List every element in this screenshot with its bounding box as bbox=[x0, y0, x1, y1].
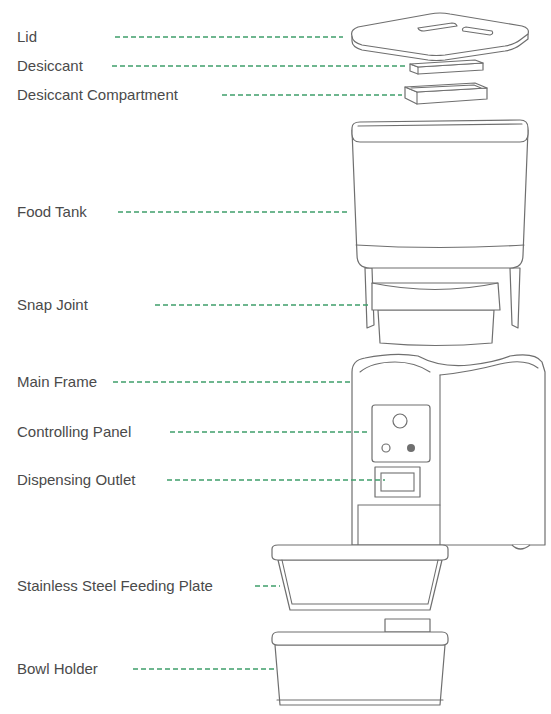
tank-rim bbox=[352, 120, 528, 142]
part-label: Snap Joint bbox=[17, 296, 88, 314]
leader-line bbox=[133, 668, 276, 669]
part-label: Food Tank bbox=[17, 203, 87, 221]
part-label: Main Frame bbox=[17, 373, 97, 391]
snap-joint-cylinder bbox=[378, 310, 494, 346]
snap-joint-collar bbox=[372, 283, 500, 310]
part-label: Lid bbox=[17, 28, 37, 46]
feeding-plate-drawing bbox=[272, 545, 448, 610]
bowl-holder-drawing bbox=[272, 619, 448, 705]
leader-line bbox=[155, 304, 368, 305]
tank-body bbox=[352, 130, 528, 268]
frame-rim bbox=[360, 362, 538, 375]
part-label: Desiccant Compartment bbox=[17, 86, 178, 104]
desiccant-top bbox=[410, 60, 483, 67]
bowl-slot bbox=[358, 505, 440, 545]
desiccant-edge bbox=[417, 67, 418, 74]
main-frame-drawing bbox=[352, 354, 545, 549]
leader-line bbox=[115, 36, 343, 37]
tank-leg bbox=[510, 268, 520, 328]
desiccant-drawing bbox=[410, 60, 483, 74]
outlet-inner bbox=[381, 473, 414, 491]
leader-line bbox=[113, 381, 350, 382]
plate-body bbox=[278, 560, 442, 610]
part-label: Bowl Holder bbox=[17, 660, 98, 678]
leader-line bbox=[167, 479, 385, 480]
lid-slot bbox=[418, 23, 457, 31]
food-tank-drawing bbox=[352, 120, 528, 346]
part-label: Dispensing Outlet bbox=[17, 471, 135, 489]
snap-joint-arc bbox=[372, 283, 498, 290]
panel-button bbox=[407, 444, 415, 452]
tank-inner-rim bbox=[358, 124, 522, 126]
panel-logo bbox=[393, 414, 407, 428]
frame-body bbox=[352, 354, 545, 545]
holder-tab bbox=[385, 619, 430, 632]
leader-line bbox=[170, 431, 370, 432]
leader-line bbox=[255, 585, 280, 586]
part-label: Stainless Steel Feeding Plate bbox=[17, 577, 213, 595]
part-label: Desiccant bbox=[17, 57, 83, 75]
holder-base bbox=[277, 699, 443, 700]
leader-lines bbox=[112, 37, 405, 669]
holder-rim bbox=[272, 632, 448, 645]
leader-line bbox=[118, 211, 350, 212]
lid-drawing bbox=[352, 13, 529, 61]
plate-inner bbox=[282, 560, 438, 604]
panel-button bbox=[382, 444, 390, 452]
compartment-inner bbox=[411, 85, 481, 104]
lid-top bbox=[352, 13, 529, 56]
frame-foot bbox=[512, 545, 530, 549]
control-panel-drawing bbox=[372, 405, 430, 462]
tank-band bbox=[356, 245, 524, 248]
leader-line bbox=[112, 65, 405, 66]
part-label: Controlling Panel bbox=[17, 423, 131, 441]
holder-body bbox=[275, 645, 445, 705]
lid-slot bbox=[462, 27, 492, 35]
frame-edge bbox=[439, 375, 440, 545]
plate-rim bbox=[272, 545, 448, 560]
dispensing-outlet-drawing bbox=[375, 467, 420, 497]
leader-line bbox=[222, 94, 402, 95]
compartment-drawing bbox=[405, 83, 487, 104]
